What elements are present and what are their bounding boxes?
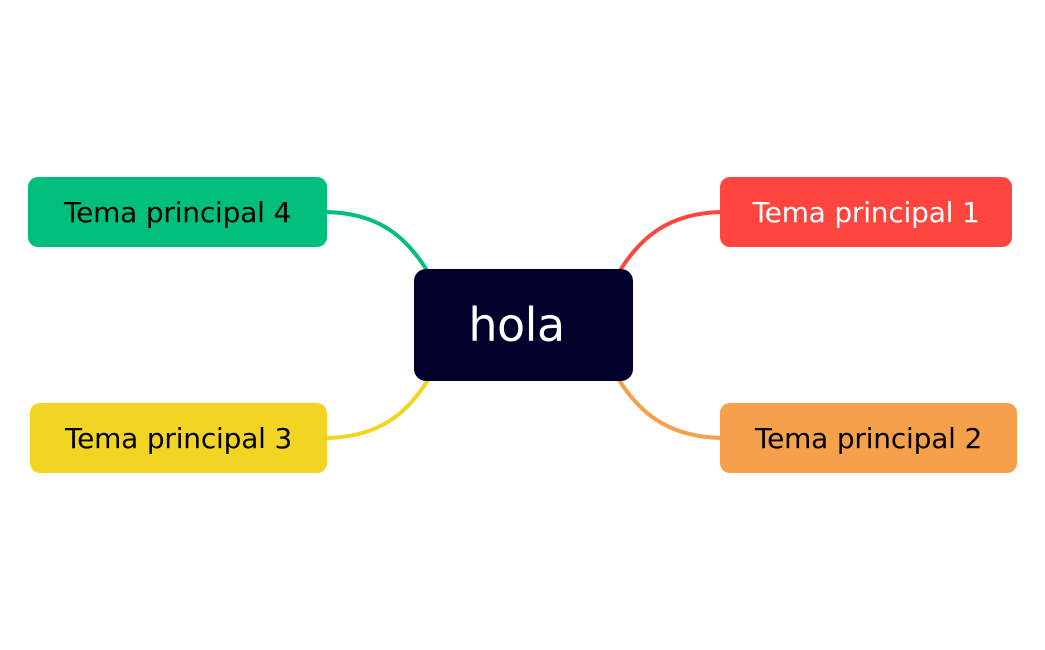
main-topic-node-1[interactable]: Tema principal 1 xyxy=(720,177,1012,247)
main-topic-node-2[interactable]: Tema principal 2 xyxy=(720,403,1017,473)
connector-topic-4 xyxy=(324,210,430,274)
main-topic-label-3: Tema principal 3 xyxy=(64,421,293,455)
connector-topic-3 xyxy=(324,378,430,440)
main-topic-node-4[interactable]: Tema principal 4 xyxy=(28,177,327,247)
main-topic-node-3[interactable]: Tema principal 3 xyxy=(30,403,327,473)
main-topic-label-1: Tema principal 1 xyxy=(752,195,980,229)
connector-topic-1 xyxy=(617,210,724,274)
central-topic-node[interactable]: hola xyxy=(414,269,633,381)
central-topic-label: hola xyxy=(468,298,565,352)
connector-topic-2 xyxy=(617,378,724,440)
main-topic-label-4: Tema principal 4 xyxy=(63,195,292,229)
main-topic-label-2: Tema principal 2 xyxy=(754,421,983,455)
